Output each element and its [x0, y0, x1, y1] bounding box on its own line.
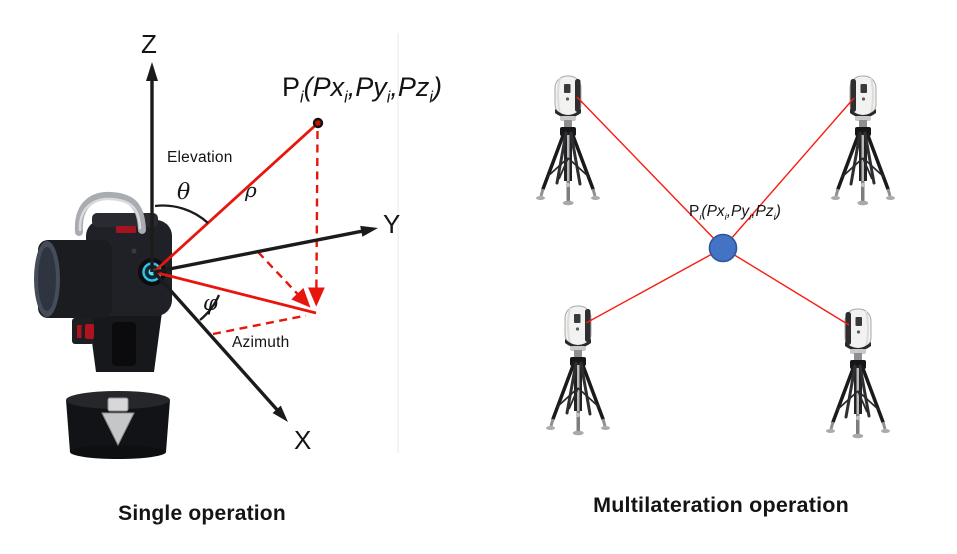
multilateration-operation-caption: Multilateration operation	[593, 493, 849, 517]
y-axis-arrowhead	[360, 225, 378, 237]
azimuth-projection-line	[153, 270, 317, 315]
target-point-label: Pi(Pxi,Pyi,Pzi)	[689, 203, 781, 223]
beam-top-right	[722, 97, 855, 249]
tracker-top-right	[829, 74, 897, 208]
target-point-circle	[708, 233, 738, 263]
single-operation-caption: Single operation	[118, 502, 286, 525]
z-axis-arrowhead	[146, 62, 158, 81]
single-operation-diagram	[34, 33, 399, 459]
image-edge-line	[397, 33, 399, 453]
x-axis-label: X	[294, 425, 312, 455]
multilateration-diagram	[534, 74, 897, 441]
beam-bottom-right	[722, 247, 850, 326]
dashed-parallel-y	[212, 314, 307, 336]
z-axis-label: Z	[141, 29, 157, 59]
rho-symbol: ρ	[245, 178, 257, 202]
phi-symbol: φ	[203, 291, 218, 315]
rho-line	[153, 121, 319, 274]
laser-tracker-image	[34, 191, 172, 459]
y-axis-line	[153, 229, 365, 274]
tracker-top-left	[534, 74, 602, 208]
point-marker-dot	[312, 117, 324, 129]
azimuth-label: Azimuth	[232, 334, 290, 351]
phi-arc	[199, 294, 221, 321]
theta-arc	[154, 204, 209, 224]
dashed-parallel-x	[257, 251, 311, 308]
beam-bottom-left	[585, 247, 724, 324]
point-coordinates-label: Pi(Pxi,Pyi,Pzi)	[282, 72, 442, 107]
dashed-vertical-projection	[308, 130, 325, 307]
y-axis-label: Y	[383, 209, 401, 239]
elevation-label: Elevation	[167, 149, 233, 166]
x-axis-arrowhead	[272, 405, 288, 422]
beam-top-left	[576, 96, 724, 249]
theta-symbol: θ	[177, 180, 191, 205]
tracker-bottom-left	[544, 304, 612, 438]
tracker-bottom-right	[824, 307, 892, 441]
tracker-handle	[74, 191, 146, 236]
x-axis-line	[152, 270, 279, 412]
